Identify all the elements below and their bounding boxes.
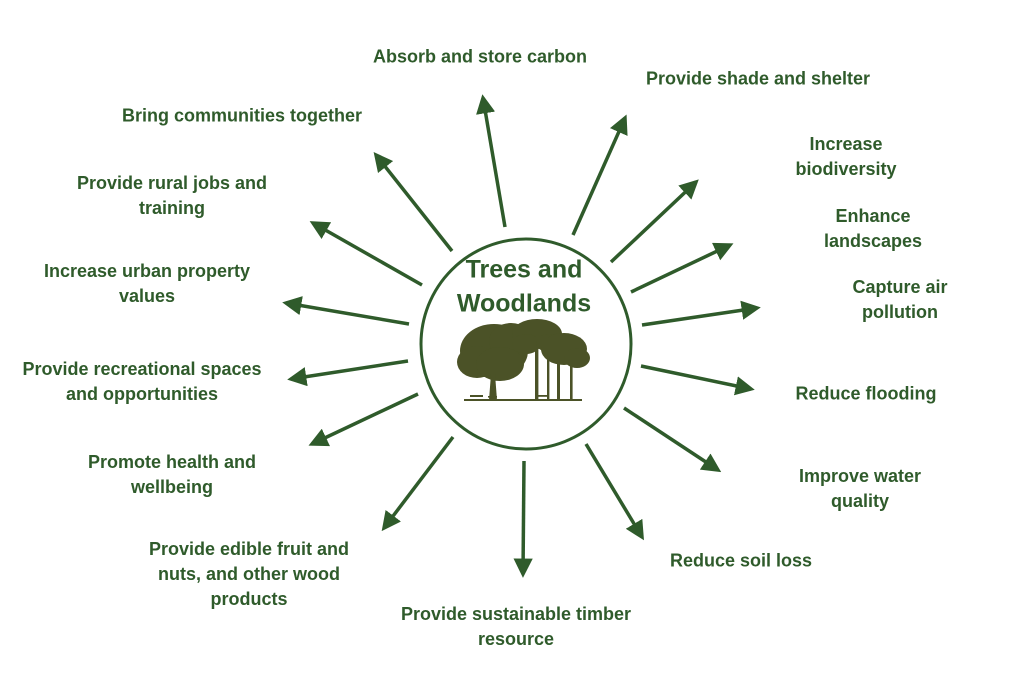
benefit-label-rural-jobs-training: Provide rural jobs and training [76,173,268,218]
arrow-reduce-soil-loss [584,443,644,541]
benefit-label-enhance-landscapes: Enhance landscapes [823,206,923,251]
benefit-label-edible-fruit-nuts: Provide edible fruit and nuts, and other… [148,538,350,609]
arrow-sustainable-timber [513,460,533,578]
benefit-label-recreational-spaces: Provide recreational spaces and opportun… [22,359,262,404]
benefit-label-capture-air-pollution: Capture air pollution [852,277,948,322]
arrow-health-wellbeing [308,392,419,447]
benefit-label-improve-water-quality: Improve water quality [798,466,922,511]
benefit-label-bring-communities: Bring communities together [121,105,363,126]
arrow-increase-biodiversity [609,179,699,264]
benefit-label-absorb-store-carbon: Absorb and store carbon [372,46,588,67]
arrow-enhance-landscapes [630,242,734,294]
benefit-label-sustainable-timber: Provide sustainable timber resource [400,604,632,649]
benefit-label-reduce-soil-loss: Reduce soil loss [669,550,813,571]
arrow-urban-property-values [282,296,410,326]
benefit-label-increase-biodiversity: Increase biodiversity [795,134,897,179]
arrow-improve-water-quality [623,406,722,473]
trees-silhouette-illustration [457,319,590,401]
arrow-capture-air-pollution [641,300,761,327]
center-title: Trees and Woodlands [456,255,592,317]
arrow-rural-jobs-training [309,221,423,287]
arrow-shade-shelter [571,114,628,236]
arrow-absorb-store-carbon [476,94,507,228]
center-circle [419,237,633,451]
arrow-bring-communities [373,151,454,253]
arrow-edible-fruit-nuts [381,435,455,532]
arrow-group [282,94,761,578]
benefit-label-shade-shelter: Provide shade and shelter [645,68,871,89]
benefit-label-urban-property-values: Increase urban property values [43,261,251,306]
benefit-label-health-wellbeing: Promote health and wellbeing [87,452,257,497]
benefit-label-reduce-flooding: Reduce flooding [795,383,937,404]
arrow-reduce-flooding [640,364,755,396]
arrow-recreational-spaces [287,359,409,387]
